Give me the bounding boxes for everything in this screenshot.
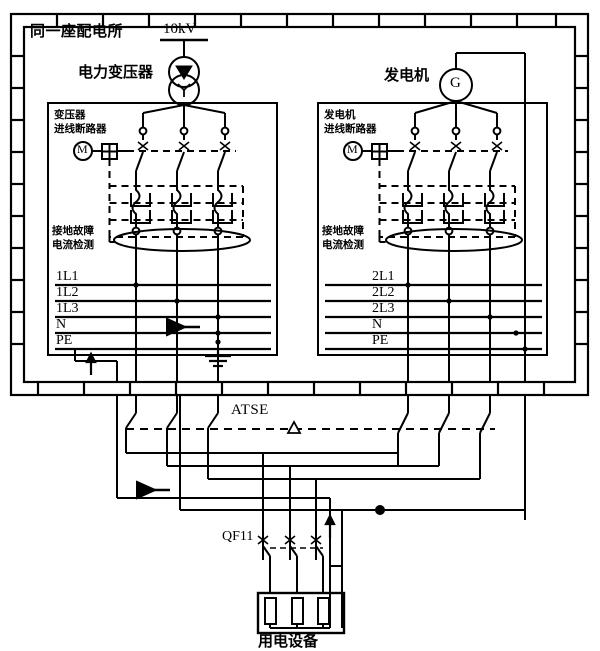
hv-voltage-label: 10kV xyxy=(163,21,197,37)
transformer-ct-elements xyxy=(130,193,233,224)
earth-fault-label-left-line2: 电流检测 xyxy=(52,239,94,251)
transformer-breaker-label-line2: 进线断路器 xyxy=(54,123,107,135)
bus-right-junctions xyxy=(405,282,528,352)
transformer-bus-drops xyxy=(135,235,219,383)
load-feeder-trunk xyxy=(262,453,317,560)
transformer-breaker-poles xyxy=(135,135,231,180)
enclosure-brick-wall xyxy=(9,12,590,397)
generator-breaker-label-line2: 进线断路器 xyxy=(324,123,377,135)
qf11-direction-arrow xyxy=(324,513,336,538)
bus-right-label-2: 2L3 xyxy=(372,301,395,316)
qf11-label: QF11 xyxy=(222,529,254,544)
bus-right-label-0: 2L1 xyxy=(372,269,395,284)
bus-left-label-2: 1L3 xyxy=(56,301,79,316)
pe-return-left xyxy=(74,349,118,383)
bus-left-label-3: N xyxy=(56,317,67,332)
generator-external-tie xyxy=(455,52,526,383)
transformer-panel-outline xyxy=(47,102,278,356)
generator-lower-poles xyxy=(403,180,495,228)
transformer-breaker-label-line1: 变压器 xyxy=(54,109,86,121)
atse-source1-feeders xyxy=(116,395,219,498)
load-box xyxy=(256,591,346,635)
generator-label: 发电机 xyxy=(384,66,430,84)
generator-bus-drops xyxy=(407,235,491,383)
bus-right-label-1: 2L2 xyxy=(372,285,395,300)
pe-direction-arrow-left xyxy=(85,351,97,375)
transformer-lower-poles xyxy=(131,180,223,228)
atse-source2-feeders xyxy=(407,395,526,520)
atse-interlock-triangle xyxy=(286,420,302,434)
pe-junction-dot xyxy=(375,505,385,515)
transformer-phase-conductors xyxy=(142,113,226,128)
load-label: 用电设备 xyxy=(258,632,319,650)
bus-left-label-1: 1L2 xyxy=(56,285,79,300)
ground-symbol-left xyxy=(205,349,231,368)
load-resistors xyxy=(264,597,330,625)
atse-right-blades xyxy=(397,412,491,453)
generator-phase-conductors xyxy=(414,113,498,128)
transformer-isolator-terminals xyxy=(138,126,230,136)
earth-fault-ct-right xyxy=(385,228,523,252)
earth-fault-ct-left xyxy=(113,228,251,252)
bus-right-label-4: PE xyxy=(372,333,389,348)
transformer-label: 电力变压器 xyxy=(78,63,154,81)
bus-left xyxy=(55,283,271,351)
earth-fault-label-left-line1: 接地故障 xyxy=(52,225,94,237)
generator-breaker-poles xyxy=(407,135,503,180)
generator-ct-elements xyxy=(402,193,505,224)
bus-left-label-4: PE xyxy=(56,333,73,348)
earth-fault-label-right-line2: 电流检测 xyxy=(322,239,364,251)
motor-operator-label-right: M xyxy=(347,142,358,156)
generator-isolator-terminals xyxy=(410,126,502,136)
earth-fault-label-right-line1: 接地故障 xyxy=(322,225,364,237)
bus-left-junctions xyxy=(133,282,221,345)
generator-breaker-motor-operator xyxy=(343,141,397,161)
qf11-breaker xyxy=(257,535,324,593)
bus-left-label-0: 1L1 xyxy=(56,269,79,284)
generator-breaker-label-line1: 发电机 xyxy=(324,109,356,121)
atse-left-blades xyxy=(125,412,219,453)
bus-right-label-3: N xyxy=(372,317,383,332)
power-transformer-symbol xyxy=(142,38,226,114)
atse-label: ATSE xyxy=(231,402,269,418)
generator-panel-outline xyxy=(317,102,548,356)
load-internal-wiring xyxy=(269,565,343,629)
motor-operator-label-left: M xyxy=(77,142,88,156)
generator-symbol-label: G xyxy=(450,75,461,91)
pe-conductor-return xyxy=(179,395,525,566)
generator-trip-unit xyxy=(378,185,516,238)
bus-right xyxy=(325,283,542,351)
page-title: 同一座配电所 xyxy=(30,22,124,40)
